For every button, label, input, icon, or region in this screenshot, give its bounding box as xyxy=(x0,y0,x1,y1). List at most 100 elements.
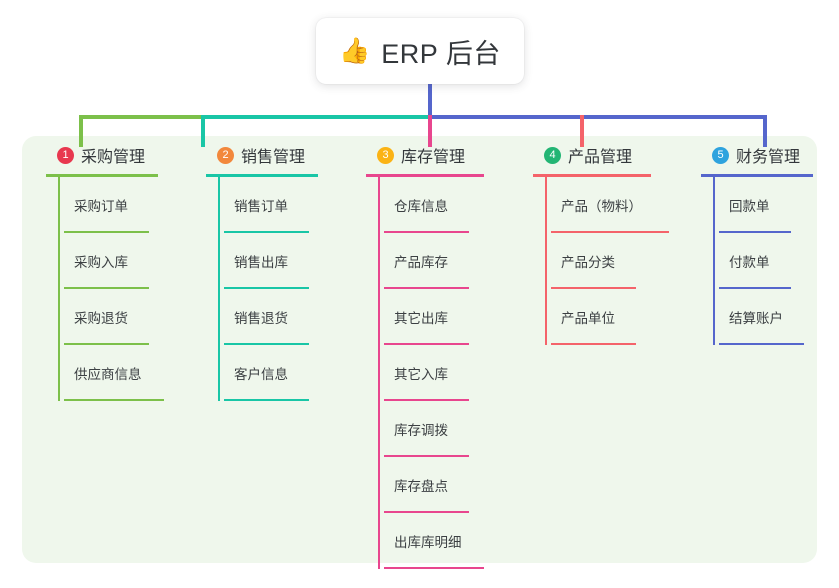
branch-item-underline xyxy=(64,231,149,233)
branch-item-underline xyxy=(224,343,309,345)
branch-badge-4: 4 xyxy=(544,146,561,164)
branch-header-5[interactable]: 5 财务管理 xyxy=(695,136,839,174)
connector-trunk xyxy=(428,84,432,117)
branch-items-5: 回款单付款单结算账户 xyxy=(695,177,839,345)
branch-item-label: 采购订单 xyxy=(74,199,128,214)
branch-column-3: 3 库存管理仓库信息产品库存其它出库其它入库库存调拨库存盘点出库库明细 xyxy=(360,136,520,569)
branch-item-label: 其它入库 xyxy=(394,367,448,382)
connector-drop-2 xyxy=(201,115,205,147)
branch-item[interactable]: 客户信息 xyxy=(224,345,352,401)
thumbs-up-icon: 👍 xyxy=(339,36,371,65)
branch-item[interactable]: 库存调拨 xyxy=(384,401,520,457)
root-node-card[interactable]: 👍 ERP 后台 xyxy=(316,18,524,84)
branch-item[interactable]: 销售出库 xyxy=(224,233,352,289)
connector-drop-5 xyxy=(763,115,767,147)
branch-item-label: 付款单 xyxy=(729,255,770,270)
branch-item-label: 库存调拨 xyxy=(394,423,448,438)
branch-header-2[interactable]: 2 销售管理 xyxy=(200,136,352,174)
connector-drop-3 xyxy=(428,115,432,147)
branch-item-label: 产品库存 xyxy=(394,255,448,270)
branch-item-label: 产品（物料） xyxy=(561,199,642,214)
branch-item-label: 出库库明细 xyxy=(394,535,462,550)
branch-item-underline xyxy=(719,343,804,345)
branch-item-underline xyxy=(224,399,309,401)
branch-badge-5: 5 xyxy=(712,146,729,164)
branch-item-label: 仓库信息 xyxy=(394,199,448,214)
branch-stem-5 xyxy=(713,177,715,345)
branch-item-label: 销售出库 xyxy=(234,255,288,270)
branch-header-4[interactable]: 4 产品管理 xyxy=(527,136,695,174)
branch-item-underline xyxy=(551,287,636,289)
branch-column-2: 2 销售管理销售订单销售出库销售退货客户信息 xyxy=(200,136,352,401)
branch-item[interactable]: 采购入库 xyxy=(64,233,192,289)
branch-item[interactable]: 销售订单 xyxy=(224,177,352,233)
branch-item[interactable]: 库存盘点 xyxy=(384,457,520,513)
branch-items-1: 采购订单采购入库采购退货供应商信息 xyxy=(40,177,192,401)
branch-underline-3 xyxy=(366,174,484,177)
branch-stem-3 xyxy=(378,177,380,569)
branch-title-3: 库存管理 xyxy=(401,149,466,166)
branch-item-underline xyxy=(64,343,149,345)
branch-item-underline xyxy=(384,399,469,401)
branch-item[interactable]: 其它入库 xyxy=(384,345,520,401)
branch-item-underline xyxy=(384,287,469,289)
branch-item[interactable]: 产品库存 xyxy=(384,233,520,289)
branch-underline-4 xyxy=(533,174,651,177)
connector-drop-1 xyxy=(79,115,83,147)
branch-underline-2 xyxy=(206,174,318,177)
branch-item[interactable]: 采购订单 xyxy=(64,177,192,233)
branch-column-5: 5 财务管理回款单付款单结算账户 xyxy=(695,136,839,345)
branch-item-underline xyxy=(384,455,469,457)
branch-stem-1 xyxy=(58,177,60,401)
branch-item-label: 回款单 xyxy=(729,199,770,214)
branch-item-label: 库存盘点 xyxy=(394,479,448,494)
branch-item[interactable]: 结算账户 xyxy=(719,289,839,345)
branch-item[interactable]: 回款单 xyxy=(719,177,839,233)
branch-underline-1 xyxy=(46,174,158,177)
connector-bus-blue xyxy=(428,115,767,119)
branch-item-label: 供应商信息 xyxy=(74,367,142,382)
branch-items-3: 仓库信息产品库存其它出库其它入库库存调拨库存盘点出库库明细 xyxy=(360,177,520,569)
branch-items-4: 产品（物料） 产品分类产品单位 xyxy=(527,177,695,345)
branch-item-label: 销售订单 xyxy=(234,199,288,214)
branch-item-label: 销售退货 xyxy=(234,311,288,326)
branch-badge-2: 2 xyxy=(217,146,234,164)
branch-item-label: 采购入库 xyxy=(74,255,128,270)
branch-item-underline xyxy=(551,231,669,233)
branch-badge-3: 3 xyxy=(377,146,394,164)
branch-item-underline xyxy=(224,287,309,289)
branch-item[interactable]: 采购退货 xyxy=(64,289,192,345)
branch-item[interactable]: 产品（物料） xyxy=(551,177,695,233)
root-node-title: ERP 后台 xyxy=(381,38,501,69)
branch-title-4: 产品管理 xyxy=(568,149,633,166)
branch-item-underline xyxy=(64,399,164,401)
branch-item-underline xyxy=(384,511,469,513)
branch-item[interactable]: 其它出库 xyxy=(384,289,520,345)
branch-item-label: 结算账户 xyxy=(729,311,783,326)
branch-item-underline xyxy=(224,231,309,233)
connector-drop-4 xyxy=(580,115,584,147)
branch-items-2: 销售订单销售出库销售退货客户信息 xyxy=(200,177,352,401)
branch-title-2: 销售管理 xyxy=(241,149,306,166)
branch-item[interactable]: 仓库信息 xyxy=(384,177,520,233)
branch-item[interactable]: 产品分类 xyxy=(551,233,695,289)
connector-bus-teal xyxy=(201,115,430,119)
branch-item-label: 采购退货 xyxy=(74,311,128,326)
branch-item[interactable]: 销售退货 xyxy=(224,289,352,345)
branch-item[interactable]: 产品单位 xyxy=(551,289,695,345)
connector-bus-green xyxy=(79,115,203,119)
branch-item[interactable]: 供应商信息 xyxy=(64,345,192,401)
branch-item[interactable]: 出库库明细 xyxy=(384,513,520,569)
branch-item-label: 产品分类 xyxy=(561,255,615,270)
branch-header-3[interactable]: 3 库存管理 xyxy=(360,136,520,174)
branch-column-4: 4 产品管理产品（物料） 产品分类产品单位 xyxy=(527,136,695,345)
branch-item-label: 产品单位 xyxy=(561,311,615,326)
branch-title-5: 财务管理 xyxy=(736,149,801,166)
branch-item[interactable]: 付款单 xyxy=(719,233,839,289)
branch-title-1: 采购管理 xyxy=(81,149,146,166)
branch-item-label: 客户信息 xyxy=(234,367,288,382)
branch-item-label: 其它出库 xyxy=(394,311,448,326)
